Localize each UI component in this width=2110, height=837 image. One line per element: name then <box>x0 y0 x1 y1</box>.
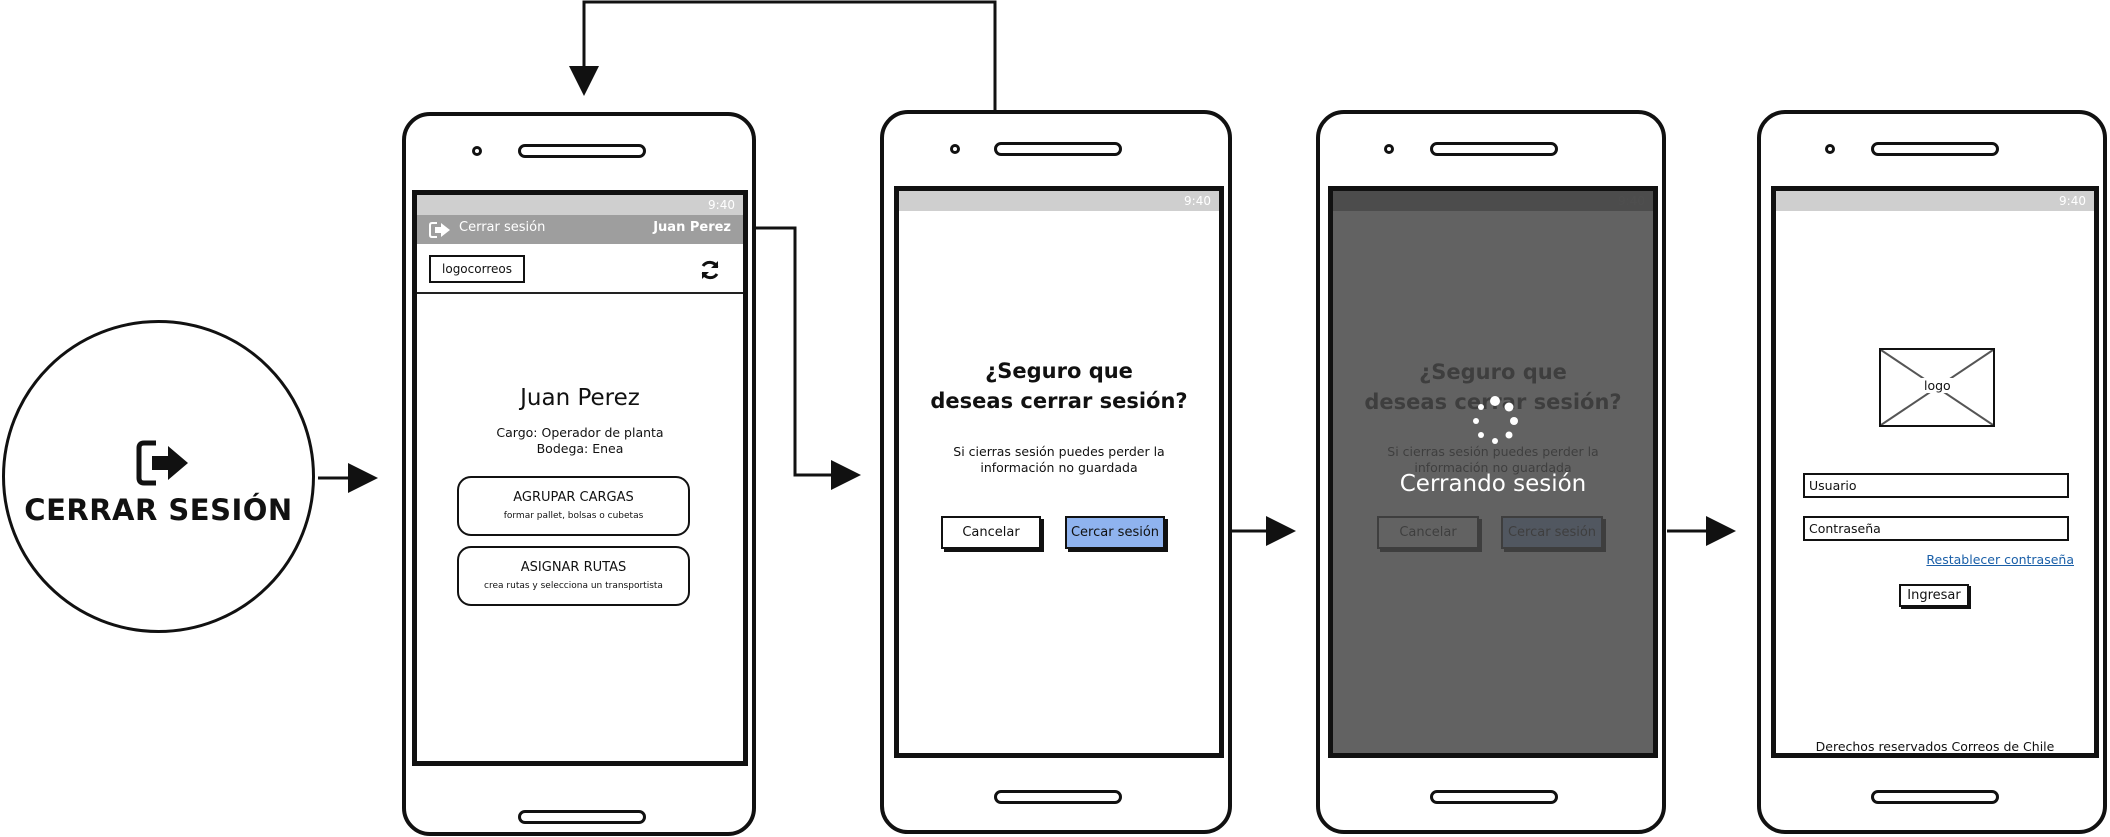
speaker <box>518 144 646 158</box>
confirm-logout-button[interactable]: Cercar sesión <box>1065 516 1165 549</box>
speaker <box>994 142 1122 156</box>
profile-name: Juan Perez <box>520 385 640 411</box>
spinner-icon <box>1473 396 1518 444</box>
phone-home: 9:40 Cerrar sesión Juan Perez logocorreo… <box>402 112 756 836</box>
home-button <box>518 810 646 824</box>
dialog-text-line2: información no guardada <box>980 460 1138 475</box>
logo-placeholder: logocorreos <box>429 255 525 283</box>
phone-loading: 9:40 ¿Seguro que deseas cerrar sesión? S… <box>1316 110 1666 834</box>
header-user-name: Juan Perez <box>653 220 731 235</box>
cancel-button[interactable]: Cancelar <box>941 516 1041 549</box>
loading-overlay <box>1333 191 1653 753</box>
intro-title: CERRAR SESIÓN <box>24 493 293 527</box>
status-bar: 9:40 <box>1776 191 2094 211</box>
phone-login: 9:40 logo Usuario Contraseña Restablecer… <box>1757 110 2107 834</box>
footer-text: Derechos reservados Correos de Chile <box>1815 739 2055 754</box>
app-bar: Cerrar sesión Juan Perez <box>417 215 743 244</box>
phone-confirm: 9:40 ¿Seguro que deseas cerrar sesión? S… <box>880 110 1232 834</box>
speaker <box>1871 142 1999 156</box>
camera <box>1384 144 1394 154</box>
reset-password-link[interactable]: Restablecer contraseña <box>1926 552 2074 567</box>
profile-bodega: Bodega: Enea <box>536 441 624 456</box>
home-button <box>994 790 1122 804</box>
home-button <box>1871 790 1999 804</box>
screen-login: 9:40 logo Usuario Contraseña Restablecer… <box>1771 186 2099 758</box>
status-bar: 9:40 <box>417 195 743 215</box>
action-agrupar-cargas[interactable]: AGRUPAR CARGAS formar pallet, bolsas o c… <box>457 476 690 536</box>
password-field[interactable]: Contraseña <box>1803 516 2069 541</box>
dialog-text-line1: Si cierras sesión puedes perder la <box>953 444 1165 459</box>
username-field[interactable]: Usuario <box>1803 473 2069 498</box>
action-asignar-rutas[interactable]: ASIGNAR RUTAS crea rutas y selecciona un… <box>457 546 690 606</box>
dialog-title-line2: deseas cerrar sesión? <box>930 389 1188 413</box>
logout-menu-item[interactable]: Cerrar sesión <box>459 220 546 235</box>
status-bar: 9:40 <box>899 191 1219 211</box>
intro-circle: CERRAR SESIÓN <box>2 320 315 633</box>
home-button <box>1430 790 1558 804</box>
logout-icon[interactable] <box>429 221 451 239</box>
header-divider <box>417 292 743 294</box>
login-button[interactable]: Ingresar <box>1899 584 1969 607</box>
refresh-icon[interactable] <box>699 259 721 281</box>
camera <box>1825 144 1835 154</box>
camera <box>950 144 960 154</box>
profile-cargo: Cargo: Operador de planta <box>496 425 664 440</box>
speaker <box>1430 142 1558 156</box>
screen-home: 9:40 Cerrar sesión Juan Perez logocorreo… <box>412 190 748 766</box>
logout-icon <box>136 440 188 486</box>
screen-confirm: 9:40 ¿Seguro que deseas cerrar sesión? S… <box>894 186 1224 758</box>
screen-loading: 9:40 ¿Seguro que deseas cerrar sesión? S… <box>1328 186 1658 758</box>
dialog-title-line1: ¿Seguro que <box>985 359 1133 383</box>
loading-label: Cerrando sesión <box>1399 471 1587 497</box>
camera <box>472 146 482 156</box>
logo-placeholder: logo <box>1879 348 1995 427</box>
logo-label: logo <box>1921 378 1954 393</box>
